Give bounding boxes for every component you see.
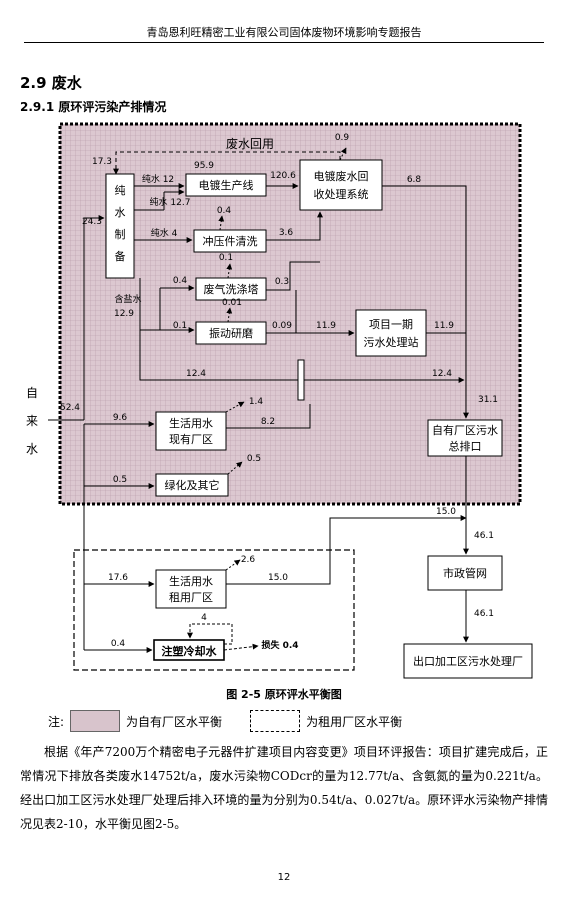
pure-water-label-1: 纯 (115, 184, 126, 197)
outlet-label-1: 自有厂区污水 (432, 423, 498, 437)
pure-water-box (105, 173, 135, 279)
value-11-9b: 11.9 (434, 321, 454, 331)
legend-rent-swatch (250, 710, 301, 732)
page-header: 青岛恩利旺精密工业有限公司固体废物环境影响专题报告 (146, 26, 422, 39)
rent-domestic-box (155, 569, 227, 609)
value-0-9: 0.9 (335, 133, 350, 143)
value-46-1b: 46.1 (474, 609, 494, 619)
project-label-1: 项目一期 (369, 318, 413, 331)
recycle-label-2: 收处理系统 (314, 187, 369, 201)
value-9-6: 9.6 (113, 413, 128, 423)
value-0-4c: 0.4 (111, 639, 126, 649)
scrubber-box (195, 277, 267, 301)
recycle-label-1: 电镀废水回 (314, 169, 369, 183)
legend-own-swatch (70, 710, 121, 732)
salty-label-2: 12.9 (114, 309, 134, 319)
pure-12-7-label: 纯水 12.7 (150, 196, 191, 208)
value-0-4b: 0.4 (173, 276, 188, 286)
stamping-label: 冲压件清洗 (203, 234, 258, 248)
plating-label: 电镀生产线 (199, 178, 254, 192)
municipal-box (427, 555, 503, 591)
legend-rent-text: 为租用厂区水平衡 (306, 714, 403, 729)
pure-4-label: 纯水 4 (151, 227, 178, 239)
value-95-9: 95.9 (194, 161, 214, 171)
value-4: 4 (201, 613, 207, 623)
pure-water-label-3: 制 (115, 228, 126, 241)
value-15-0b: 15.0 (268, 573, 288, 583)
value-3-6: 3.6 (279, 228, 294, 238)
value-2-6: 2.6 (241, 555, 256, 565)
section-heading: 2.9 废水 (20, 74, 82, 92)
domestic-label-2: 现有厂区 (169, 432, 213, 446)
rent-domestic-label-1: 生活用水 (169, 574, 213, 588)
body-paragraph: 根据《年产7200万个精密电子元器件扩建项目内容变更》项目环评报告：项目扩建完成… (20, 745, 548, 831)
tap-label-3: 水 (26, 442, 38, 456)
value-0-5b: 0.5 (113, 475, 127, 485)
value-24-3: 24.3 (82, 217, 102, 227)
value-1-4: 1.4 (249, 397, 264, 407)
value-12-4b: 12.4 (432, 369, 452, 379)
legend-own-text: 为自有厂区水平衡 (126, 714, 223, 729)
value-0-01: 0.01 (222, 298, 242, 308)
scrubber-label: 废气洗涤塔 (204, 282, 259, 296)
salty-label-1: 含盐水 (114, 293, 141, 305)
vibration-label: 振动研磨 (209, 326, 253, 340)
cooling-label: 注塑冷却水 (162, 644, 218, 658)
value-0-4a: 0.4 (217, 206, 232, 216)
page-number: 12 (277, 872, 291, 883)
recycle-system-box (299, 159, 383, 211)
value-31-1: 31.1 (478, 395, 498, 405)
greening-box (155, 473, 229, 497)
wwtp-box (403, 643, 533, 679)
greening-label: 绿化及其它 (165, 478, 220, 492)
header-rule (24, 42, 544, 43)
value-0-09: 0.09 (272, 321, 292, 331)
tap-label-2: 来 (26, 414, 38, 428)
value-0-1a: 0.1 (219, 253, 233, 263)
value-15-0a: 15.0 (436, 507, 456, 517)
value-0-3: 0.3 (275, 277, 289, 287)
value-120-6: 120.6 (270, 171, 296, 181)
rented-plant-area (73, 549, 355, 671)
municipal-label: 市政管网 (443, 566, 487, 580)
value-11-9a: 11.9 (316, 321, 336, 331)
subsection-heading: 2.9.1 原环评污染产排情况 (20, 100, 167, 114)
wwtp-label: 出口加工区污水处理厂 (413, 654, 523, 668)
value-8-2: 8.2 (261, 417, 275, 427)
outlet-label-2: 总排口 (449, 439, 482, 453)
value-12-4a: 12.4 (186, 369, 206, 379)
rent-domestic-label-2: 租用厂区 (169, 591, 213, 604)
value-52-4: 52.4 (60, 403, 80, 413)
pure-water-label-4: 备 (115, 249, 126, 263)
project-label-2: 污水处理站 (364, 335, 419, 349)
value-46-1a: 46.1 (474, 531, 494, 541)
legend-prefix: 注: (48, 714, 65, 729)
figure-caption: 图 2-5 原环评水平衡图 (226, 688, 342, 701)
value-17-6: 17.6 (108, 573, 128, 583)
pure-12-label: 纯水 12 (142, 173, 174, 185)
stamping-box (193, 229, 267, 253)
value-0-5a: 0.5 (247, 454, 261, 464)
project-plant-box (355, 309, 427, 357)
outlet-box (427, 419, 503, 457)
domestic-label-1: 生活用水 (169, 416, 213, 430)
reuse-label: 废水回用 (226, 136, 274, 151)
value-17-3: 17.3 (92, 157, 112, 167)
legend: 注: 为自有厂区水平衡 为租用厂区水平衡 (48, 710, 402, 732)
value-6-8: 6.8 (407, 175, 422, 185)
loss-label: 损失 0.4 (261, 639, 298, 651)
water-balance-diagram: 纯 水 制 备 电镀生产线 电镀废水回 收处理系统 冲压件清洗 废气洗涤塔 振动… (26, 122, 533, 679)
tap-label-1: 自 (26, 386, 38, 400)
plating-line-box (185, 173, 267, 197)
domestic-box (155, 411, 227, 451)
value-0-1b: 0.1 (173, 321, 187, 331)
pure-water-label-2: 水 (115, 206, 126, 219)
